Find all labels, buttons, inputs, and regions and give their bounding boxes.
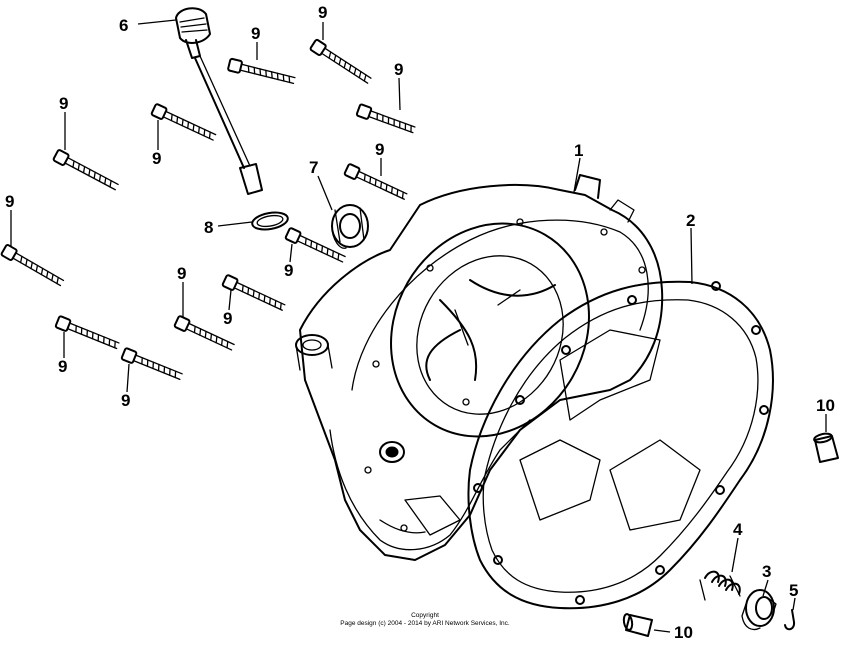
copyright-line-1: Copyright — [411, 612, 439, 619]
oil-filter-rotor-cap[interactable] — [741, 589, 777, 631]
bolt-c[interactable] — [355, 103, 416, 135]
bolt-b[interactable] — [227, 57, 296, 86]
callout-labels: 1 2 3 4 5 6 7 8 9 9 9 9 9 9 9 9 9 9 9 9 … — [5, 3, 835, 642]
clip[interactable] — [784, 609, 796, 631]
dowel-pin-upper[interactable] — [813, 432, 839, 463]
callout-9-g: 9 — [5, 192, 14, 211]
callout-9-j: 9 — [223, 309, 232, 328]
callout-10-a: 10 — [816, 396, 835, 415]
callout-3: 3 — [762, 562, 771, 581]
callout-9-h: 9 — [284, 261, 293, 280]
callout-9-l: 9 — [121, 391, 130, 410]
copyright-line-2: Page design (c) 2004 - 2014 by ARI Netwo… — [340, 620, 510, 627]
callout-9-c: 9 — [394, 60, 403, 79]
right-crankcase-cover[interactable] — [295, 174, 664, 561]
callout-7: 7 — [309, 158, 318, 177]
callout-5: 5 — [789, 581, 798, 600]
spring[interactable] — [699, 570, 741, 601]
dowel-pin-lower[interactable] — [622, 613, 653, 637]
callout-4: 4 — [733, 520, 743, 539]
oil-seal[interactable] — [331, 204, 369, 249]
callout-1: 1 — [574, 141, 583, 160]
bolt-j[interactable] — [173, 315, 235, 353]
o-ring[interactable] — [251, 210, 289, 232]
bolt-a[interactable] — [309, 38, 373, 86]
callout-9-a: 9 — [318, 3, 327, 22]
bolt-i[interactable] — [221, 274, 286, 313]
callout-2: 2 — [686, 211, 695, 230]
callout-6: 6 — [119, 16, 128, 35]
copyright-footer: Copyright Page design (c) 2004 - 2014 by… — [340, 612, 510, 627]
bolt-k[interactable] — [54, 315, 120, 351]
callout-9-i: 9 — [177, 264, 186, 283]
callout-10-b: 10 — [674, 623, 693, 642]
callout-9-e: 9 — [152, 149, 161, 168]
bolt-d[interactable] — [150, 103, 217, 143]
leader-lines — [10, 19, 827, 633]
callout-9-d: 9 — [59, 94, 68, 113]
callout-8: 8 — [204, 218, 213, 237]
bolt-group — [0, 38, 416, 382]
oil-dipstick[interactable] — [175, 7, 263, 195]
callout-9-b: 9 — [251, 24, 260, 43]
bolt-e[interactable] — [52, 149, 120, 192]
bolt-g[interactable] — [284, 227, 346, 265]
bolt-l[interactable] — [120, 347, 183, 382]
bolt-h[interactable] — [0, 244, 65, 288]
cover-gasket[interactable] — [467, 280, 774, 610]
callout-9-k: 9 — [58, 357, 67, 376]
bolt-f[interactable] — [343, 163, 408, 202]
callout-9-f: 9 — [375, 140, 384, 159]
